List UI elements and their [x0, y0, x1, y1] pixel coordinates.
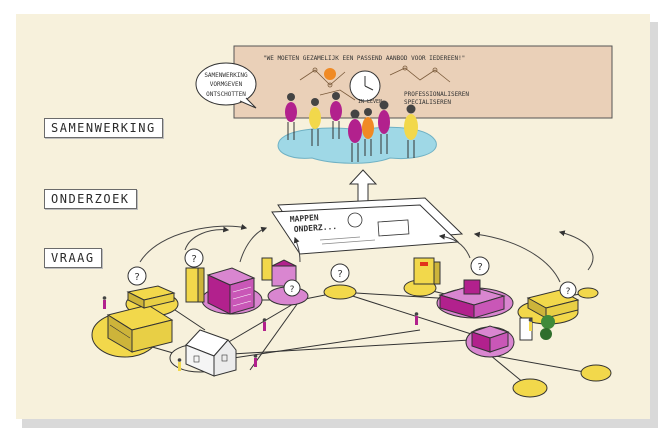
- svg-text:?: ?: [191, 254, 197, 265]
- person-figure: [253, 354, 258, 367]
- building-icon: [470, 325, 510, 353]
- whiteboard: "WE MOETEN GEZAMELIJK EEN PASSEND AANBOD…: [233, 45, 613, 119]
- pad: [580, 364, 612, 382]
- svg-text:?: ?: [565, 287, 570, 297]
- bubble-line-2: VORMGEVEN: [210, 81, 243, 88]
- building-icon: [106, 304, 174, 353]
- building-icon: [185, 267, 205, 303]
- question-bubble-icon: ?: [127, 266, 147, 286]
- question-bubble-icon: ?: [559, 281, 577, 299]
- person-figure: [102, 296, 107, 309]
- bubble-line-3: ONTSCHOTTEN: [206, 91, 246, 98]
- label-onderzoek: ONDERZOEK: [44, 189, 137, 209]
- clock-icon: [349, 70, 381, 102]
- label-samenwerking: SAMENWERKING: [44, 118, 163, 138]
- bubble-line-1: SAMENWERKING: [204, 72, 248, 79]
- label-vraag: VRAAG: [44, 248, 102, 268]
- orange-dot-icon: [324, 68, 336, 80]
- building-icon: [206, 267, 256, 315]
- person-figure: [348, 109, 362, 162]
- building-icon: [126, 285, 176, 309]
- report-title-line2: ONDERZ...: [294, 222, 338, 234]
- person-figure: [285, 93, 297, 140]
- question-bubble-icon: ?: [184, 248, 204, 268]
- building-icon: [438, 279, 506, 319]
- buildings: [106, 257, 580, 377]
- small-people: [102, 296, 533, 371]
- building-icon: [413, 257, 441, 285]
- person-figure: [404, 104, 418, 158]
- person-figure: [177, 358, 182, 371]
- svg-text:?: ?: [134, 272, 140, 283]
- question-bubbles: ? ? ? ? ? ?: [127, 248, 577, 299]
- pad: [323, 284, 357, 300]
- house-icon: [185, 329, 237, 377]
- clock-label: IN LEVEN: [358, 99, 382, 105]
- people-group: [285, 92, 418, 162]
- svg-text:?: ?: [337, 269, 343, 280]
- person-figure: [378, 100, 390, 154]
- question-bubble-icon: ?: [330, 263, 350, 283]
- tree-icon: [540, 315, 555, 340]
- pad: [577, 287, 599, 299]
- question-bubble-icon: ?: [283, 279, 301, 297]
- report-title-line1: MAPPEN: [290, 213, 320, 224]
- svg-text:?: ?: [289, 285, 294, 295]
- question-bubble-icon: ?: [470, 256, 490, 276]
- pad: [512, 378, 548, 398]
- person-figure: [309, 98, 321, 146]
- person-figure: [362, 108, 374, 156]
- person-figure: [330, 92, 342, 139]
- person-figure: [414, 312, 419, 325]
- whiteboard-quote: "WE MOETEN GEZAMELIJK EEN PASSEND AANBOD…: [263, 55, 465, 62]
- person-figure: [528, 318, 533, 331]
- speech-bubble: SAMENWERKING VORMGEVEN ONTSCHOTTEN: [195, 62, 257, 109]
- svg-text:?: ?: [477, 262, 483, 273]
- whiteboard-right-line2: SPECIALISEREN: [404, 99, 451, 106]
- whiteboard-right-line1: PROFESSIONALISEREN: [404, 91, 469, 98]
- report-document: MAPPEN ONDERZ...: [271, 197, 464, 255]
- person-figure: [262, 318, 267, 331]
- feedback-arrows: [139, 224, 594, 283]
